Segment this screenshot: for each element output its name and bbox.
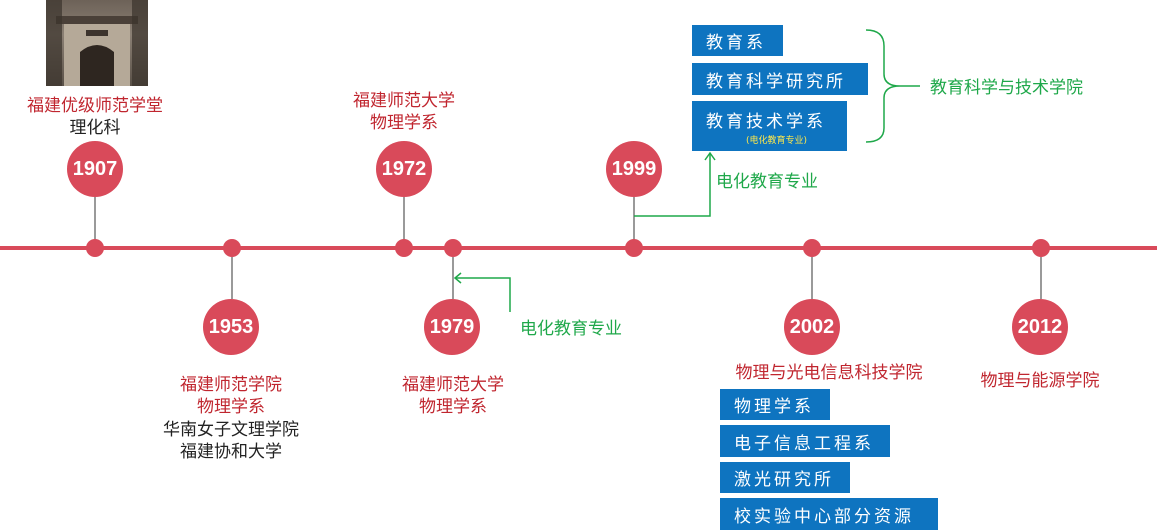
year-marker-1979: 1979: [424, 299, 480, 355]
timeline-dot-1972: [395, 239, 413, 257]
timeline-dot-1979: [444, 239, 462, 257]
event-1953-title-line2: 物理学系: [197, 397, 265, 417]
event-1979-note: 电化教育专业: [520, 319, 622, 339]
event-1979-title-line1: 福建师范大学: [402, 375, 504, 395]
event-1999-note: 电化教育专业: [716, 172, 818, 192]
connector-1907: [94, 197, 96, 249]
box-1999-department-2: 教育技术学系 (电化教育专业): [692, 101, 847, 151]
connector-2002: [811, 257, 813, 299]
box-label: 物理学系: [734, 397, 814, 417]
box-label: 教育系: [706, 33, 766, 53]
connector-1999: [633, 197, 635, 249]
event-1972-title-line2: 物理学系: [370, 113, 438, 133]
box-2002-department-0: 物理学系: [720, 389, 830, 420]
year-marker-2002: 2002: [784, 299, 840, 355]
timeline-dot-2002: [803, 239, 821, 257]
timeline-dot-1999: [625, 239, 643, 257]
event-1907-title: 福建优级师范学堂: [27, 96, 163, 116]
box-2002-department-2: 激光研究所: [720, 462, 850, 493]
year-marker-1999: 1999: [606, 141, 662, 197]
event-1953-detail-line2: 福建协和大学: [180, 442, 282, 462]
timeline-dot-1953: [223, 239, 241, 257]
historic-building-photo: [46, 0, 148, 86]
timeline-axis: [0, 246, 1157, 250]
year-marker-1907: 1907: [67, 141, 123, 197]
group-1999-college: 教育科学与技术学院: [930, 78, 1083, 98]
box-2002-department-3: 校实验中心部分资源: [720, 498, 938, 530]
year-marker-1972: 1972: [376, 141, 432, 197]
event-2012-title: 物理与能源学院: [980, 371, 1100, 391]
box-2002-department-1: 电子信息工程系: [720, 425, 890, 457]
box-label: 电子信息工程系: [734, 433, 874, 454]
event-1953-detail-line1: 华南女子文理学院: [163, 420, 299, 440]
event-1979-title-line2: 物理学系: [419, 397, 487, 417]
box-1999-department-1: 教育科学研究所: [692, 63, 868, 95]
connector-2012: [1040, 257, 1042, 299]
connector-1979: [452, 257, 454, 299]
event-1953-title-line1: 福建师范学院: [180, 375, 282, 395]
box-label: 教育科学研究所: [706, 71, 846, 92]
event-1972-title-line1: 福建师范大学: [353, 91, 455, 111]
timeline-dot-2012: [1032, 239, 1050, 257]
year-marker-1953: 1953: [203, 299, 259, 355]
box-1999-department-0: 教育系: [692, 25, 783, 56]
connector-1953: [231, 257, 233, 299]
year-marker-2012: 2012: [1012, 299, 1068, 355]
event-2002-title: 物理与光电信息科技学院: [735, 363, 923, 383]
event-1907-detail: 理化科: [69, 118, 121, 138]
connector-1972: [403, 197, 405, 249]
timeline-dot-1907: [86, 239, 104, 257]
box-label: 校实验中心部分资源: [734, 506, 914, 527]
box-sublabel: (电化教育专业): [745, 135, 808, 146]
box-label: 教育技术学系: [706, 111, 826, 132]
box-label: 激光研究所: [734, 470, 834, 490]
